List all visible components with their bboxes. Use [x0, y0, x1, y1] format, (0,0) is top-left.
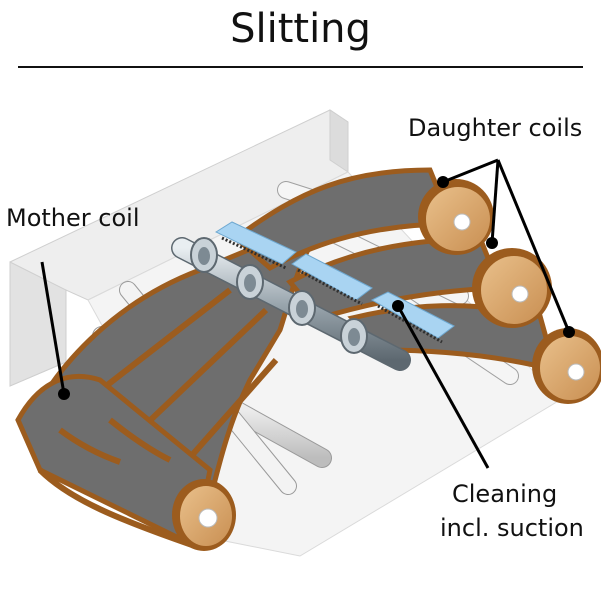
daughter-coil: [472, 248, 552, 328]
callout-daughter-coils: [437, 158, 575, 338]
mother-coil: [15, 373, 236, 551]
slitter-knife: [236, 264, 264, 300]
label-cleaning-suction: incl. suction: [440, 514, 584, 542]
daughter-coil: [532, 328, 601, 404]
slitter-shaft: [171, 237, 411, 371]
callout-dot: [437, 176, 449, 188]
callout-dot: [392, 300, 404, 312]
slitter-knife: [190, 237, 218, 273]
callout-cleaning: [392, 300, 490, 469]
label-mother-coil: Mother coil: [6, 204, 140, 232]
daughter-coil: [418, 179, 494, 255]
title-underline: [18, 66, 583, 68]
slitter-knife: [340, 318, 368, 354]
diagram-title: Slitting: [230, 6, 371, 52]
label-cleaning: Cleaning: [452, 480, 558, 508]
slitter-knife: [288, 290, 316, 326]
callout-dot: [58, 388, 70, 400]
callout-mother-coil: [40, 261, 70, 400]
cleaning-brushes: [214, 221, 455, 344]
callout-dot: [486, 237, 498, 249]
label-daughter-coils: Daughter coils: [408, 114, 583, 142]
callout-dot: [563, 326, 575, 338]
cleaning-brush: [291, 253, 373, 306]
cleaning-brush: [370, 291, 455, 344]
cleaning-brush: [214, 221, 297, 270]
